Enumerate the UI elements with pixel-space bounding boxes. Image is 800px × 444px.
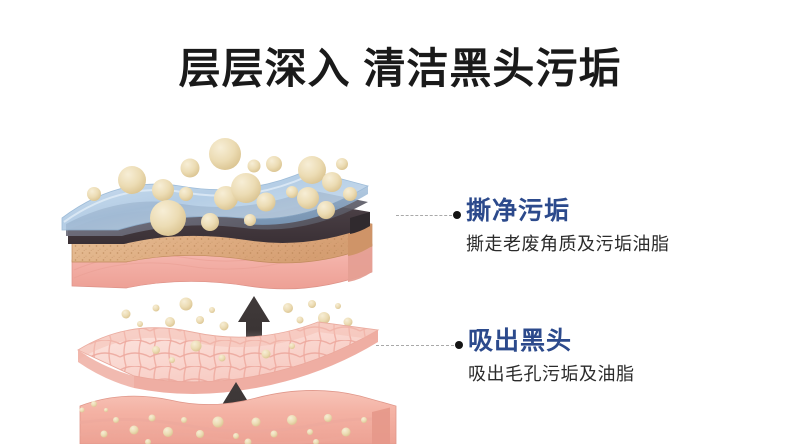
leader-dot-2: [455, 341, 463, 349]
callout-1-heading: 撕净污垢: [466, 197, 571, 225]
callout-1-subtext: 撕走老废角质及污垢油脂: [466, 234, 670, 255]
top-skin-stack: [61, 138, 373, 290]
callout-2-subtext: 吸出毛孔污垢及油脂: [468, 364, 635, 385]
leader-dash-1: [396, 214, 452, 216]
page-title: 层层深入 清洁黑头污垢: [178, 45, 622, 92]
sebum-grains-bottom: [79, 401, 367, 444]
callout-2-heading: 吸出黑头: [468, 327, 573, 355]
leader-line-1: [396, 211, 461, 219]
leader-dot-1: [453, 211, 461, 219]
subcutaneous-layer: [79, 390, 397, 444]
leader-dash-2: [376, 344, 454, 346]
sebum-bubbles-top: [87, 138, 357, 236]
leader-line-2: [376, 341, 463, 349]
skin-layers-diagram: [60, 132, 440, 444]
extraction-arrow-upper: [238, 296, 270, 344]
